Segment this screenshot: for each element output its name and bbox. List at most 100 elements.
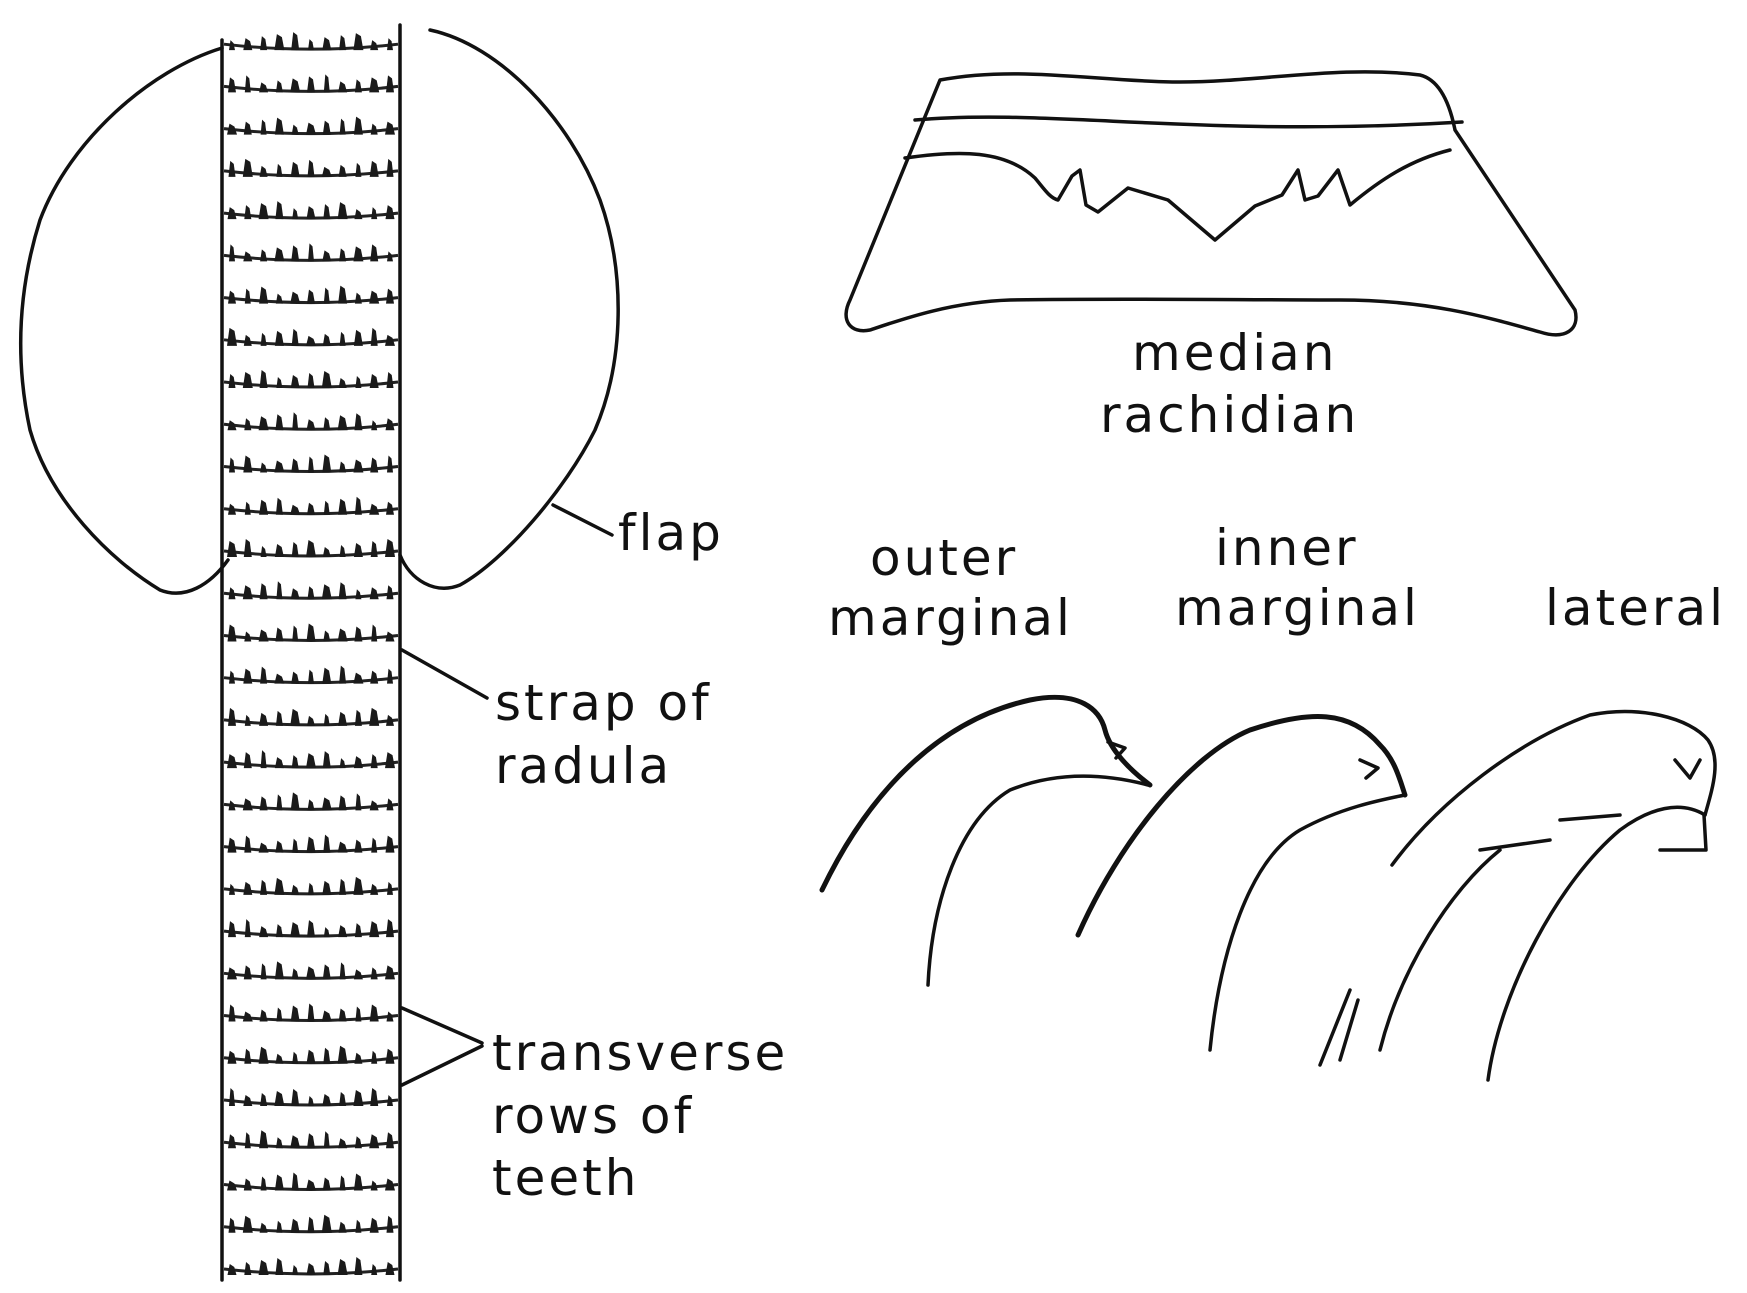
radula-tooth bbox=[291, 1006, 300, 1022]
radula-tooth bbox=[259, 82, 268, 92]
radula-tooth bbox=[387, 1216, 394, 1233]
radula-tooth bbox=[276, 924, 283, 937]
radula-tooth bbox=[275, 757, 284, 768]
rows-label-line1: transverse bbox=[492, 1024, 788, 1082]
radula-tooth bbox=[323, 417, 330, 430]
radula-tooth bbox=[291, 459, 299, 473]
radula-tooth bbox=[276, 581, 282, 599]
radula-tooth bbox=[323, 1048, 330, 1064]
radula-tooth bbox=[290, 78, 300, 92]
radula-tooth bbox=[323, 547, 331, 557]
radula-tooth bbox=[244, 205, 251, 219]
radula-tooth bbox=[260, 249, 267, 261]
radula-tooth bbox=[260, 1093, 267, 1106]
radula-tooth bbox=[308, 799, 315, 810]
radula-tooth bbox=[354, 626, 362, 641]
radula-tooth bbox=[245, 289, 251, 304]
radula-tooth bbox=[244, 539, 252, 557]
median-label-line1: median bbox=[1132, 324, 1337, 382]
radula-tooth bbox=[353, 460, 363, 473]
radula-tooth bbox=[323, 334, 331, 346]
radula-tooth bbox=[228, 624, 237, 641]
radula-tooth bbox=[290, 292, 300, 304]
radula-tooth bbox=[229, 1218, 236, 1233]
radula-tooth bbox=[274, 247, 284, 261]
radula-tooth bbox=[275, 961, 284, 979]
outer-marginal-tooth bbox=[822, 697, 1150, 985]
radula-tooth bbox=[369, 708, 379, 726]
radula-tooth bbox=[292, 208, 298, 219]
radula-tooth bbox=[244, 836, 251, 853]
radula-tooth bbox=[261, 750, 267, 768]
radula-tooth bbox=[275, 201, 283, 219]
radula-tooth bbox=[228, 1134, 236, 1148]
radula-tooth bbox=[322, 584, 332, 599]
radula-tooth bbox=[291, 1219, 300, 1233]
radula-tooth bbox=[307, 1263, 316, 1275]
radula-tooth bbox=[340, 119, 346, 135]
radula-tooth bbox=[291, 32, 299, 50]
radula-tooth bbox=[275, 627, 283, 641]
radula-tooth bbox=[386, 289, 394, 304]
radula-tooth bbox=[259, 926, 268, 937]
radula-tooth bbox=[259, 1130, 268, 1148]
inner-marginal-label-line2: marginal bbox=[1175, 579, 1420, 637]
radula-tooth bbox=[276, 1137, 283, 1148]
radula-tooth bbox=[292, 1172, 299, 1190]
radula-tooth bbox=[354, 1173, 363, 1190]
radula-tooth bbox=[323, 1261, 330, 1275]
radula-tooth bbox=[323, 204, 330, 219]
radula-tooth bbox=[370, 671, 378, 684]
radula-tooth bbox=[371, 541, 378, 557]
radula-tooth bbox=[243, 38, 252, 50]
radula-tooth bbox=[338, 925, 347, 937]
inner-marginal-label-line1: inner bbox=[1215, 519, 1359, 577]
radula-tooth bbox=[339, 582, 347, 599]
radula-tooth bbox=[322, 250, 331, 261]
radula-tooth bbox=[324, 74, 330, 92]
radula-tooth bbox=[291, 885, 299, 895]
radula-tooth bbox=[354, 1257, 362, 1275]
radula-tooth bbox=[307, 419, 316, 430]
radula-tooth bbox=[292, 329, 299, 346]
rows-label-line3: teeth bbox=[492, 1149, 639, 1207]
radula-tooth bbox=[227, 754, 237, 768]
radula-tooth bbox=[322, 37, 331, 50]
radula-tooth bbox=[229, 161, 236, 177]
radula-tooth bbox=[386, 205, 395, 219]
radula-tooth bbox=[228, 838, 237, 853]
radula-tooth bbox=[371, 328, 378, 346]
radula-tooth bbox=[307, 76, 315, 92]
radula-tooth bbox=[387, 159, 394, 177]
radula-tooth bbox=[369, 77, 379, 92]
radula-tooth bbox=[245, 715, 251, 726]
rows-label-line2: rows of bbox=[492, 1087, 694, 1145]
radula-tooth bbox=[371, 754, 378, 768]
radula-tooth bbox=[260, 1223, 268, 1233]
radula-tooth bbox=[290, 1135, 300, 1148]
radula-tooth bbox=[355, 1220, 361, 1233]
radula-tooth bbox=[338, 1259, 348, 1275]
radula-tooth bbox=[353, 1090, 363, 1106]
radula-tooth bbox=[323, 964, 331, 979]
radula-tooth bbox=[353, 673, 363, 684]
radula-tooth bbox=[355, 710, 362, 726]
radula-tooth bbox=[338, 499, 347, 515]
radula-tooth bbox=[307, 716, 315, 726]
radula-tooth bbox=[323, 1177, 331, 1190]
radula-tooth bbox=[292, 542, 299, 557]
radula-tooth bbox=[229, 1005, 236, 1022]
radula-tooth bbox=[245, 502, 251, 515]
radula-tooth bbox=[260, 1010, 268, 1022]
radula-tooth bbox=[276, 1221, 282, 1233]
lateral-label: lateral bbox=[1545, 579, 1726, 637]
radula-tooth bbox=[276, 80, 283, 92]
radula-tooth bbox=[259, 203, 269, 219]
radula-tooth bbox=[324, 1131, 330, 1148]
radula-tooth bbox=[339, 165, 347, 177]
radula-tooth bbox=[340, 962, 346, 979]
radula-tooth bbox=[322, 797, 332, 810]
radula-tooth bbox=[260, 166, 268, 177]
radula-tooth bbox=[228, 77, 236, 92]
